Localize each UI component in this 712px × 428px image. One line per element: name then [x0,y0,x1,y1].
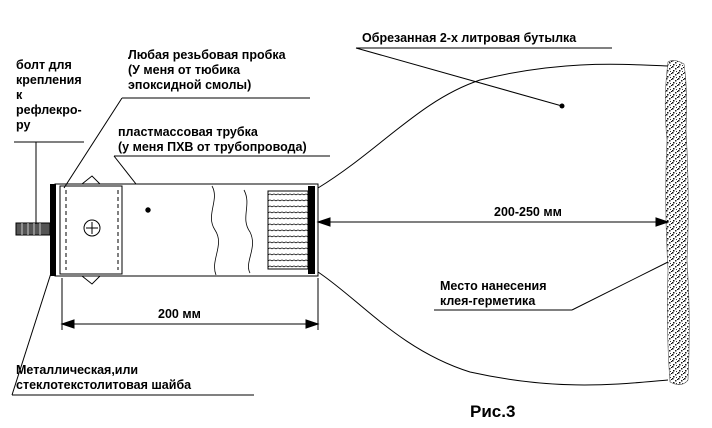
tube-label: пластмассовая трубка (у меня ПХВ от труб… [118,125,307,154]
threaded-cap [59,175,123,285]
dimension-200 [60,278,320,330]
washer-label: Металлическая,или стеклотекстолитовая ша… [16,363,192,392]
bottle-leader-dot [559,103,565,109]
figure-caption: Рис.3 [470,402,516,421]
washer [50,184,56,276]
bottle-label: Обрезанная 2-х литровая бутылка [362,31,577,45]
bottle-neck-thread [267,186,315,274]
bolt-label: болт для крепления к рефлекро- ру [16,58,82,132]
bottle-outline [317,63,669,386]
dimension-200-250 [316,217,670,227]
bolt [15,222,51,236]
length-label: 200 мм [158,307,201,321]
glue-seal-band [664,60,690,385]
distance-label: 200-250 мм [494,205,562,219]
glue-label: Место нанесения клея-герметика [440,279,547,308]
leader-lines [11,47,669,396]
cap-label: Любая резьбовая пробка (У меня от тюбика… [128,48,286,92]
plastic-tube [54,183,319,277]
